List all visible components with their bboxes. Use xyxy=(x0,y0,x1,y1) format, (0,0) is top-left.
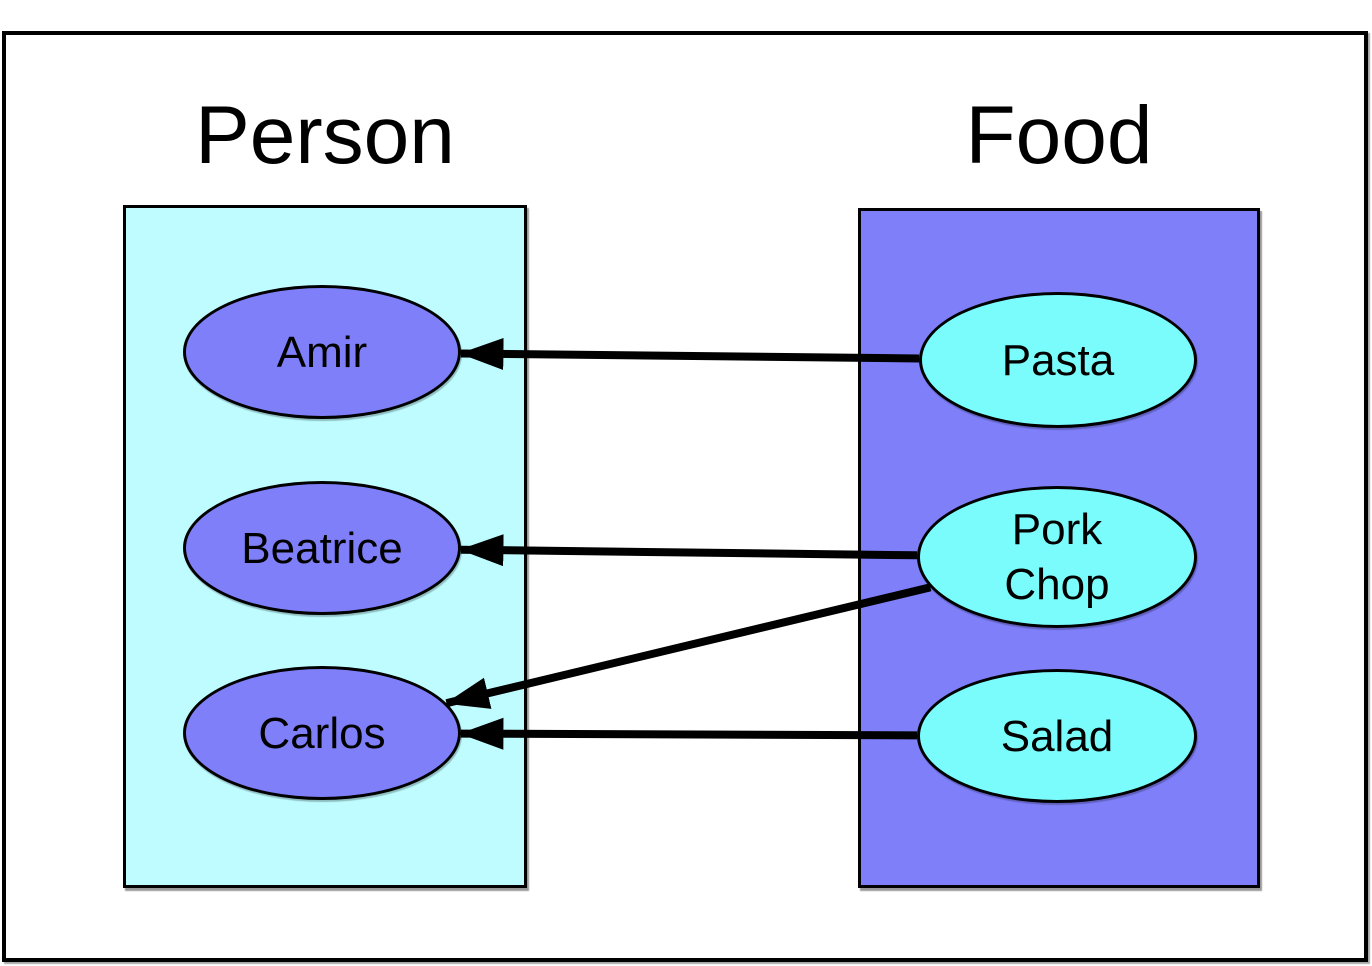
diagram-frame xyxy=(2,31,1368,962)
food-set-title: Food xyxy=(965,90,1153,181)
node-pasta: Pasta xyxy=(919,292,1197,428)
node-beatrice: Beatrice xyxy=(183,481,461,615)
node-carlos: Carlos xyxy=(183,666,461,800)
person-set-box: Amir Beatrice Carlos xyxy=(123,205,527,888)
food-set-box: Pasta Pork Chop Salad xyxy=(858,208,1260,888)
node-amir: Amir xyxy=(183,285,461,419)
node-salad: Salad xyxy=(917,669,1197,803)
person-set-title: Person xyxy=(195,90,455,181)
node-pork-chop: Pork Chop xyxy=(917,486,1197,628)
